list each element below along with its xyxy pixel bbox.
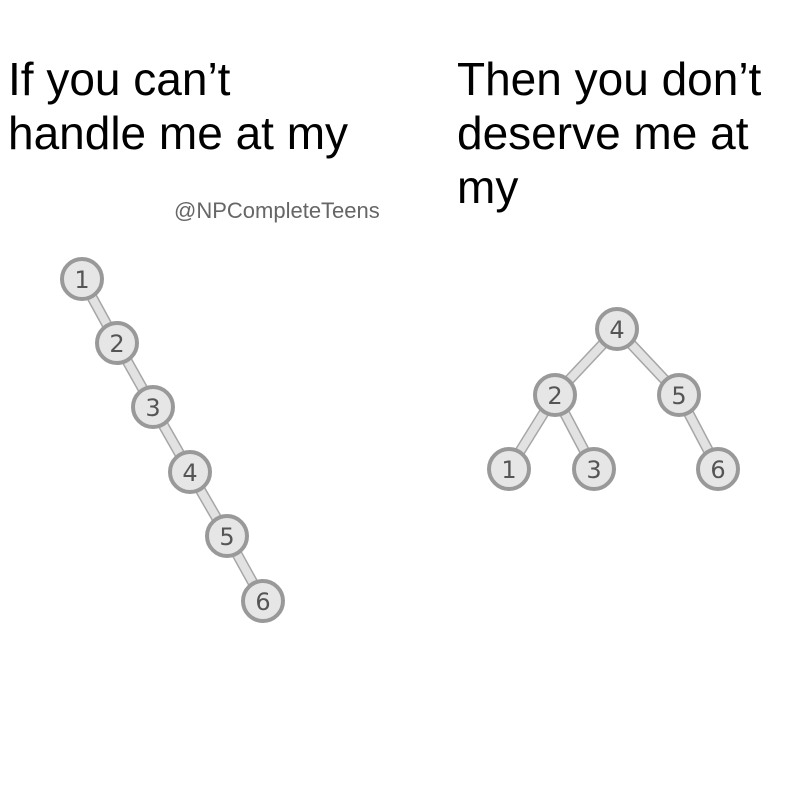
tree-node-2: 2 [95,321,139,365]
node-circle [60,257,104,301]
node-circle [131,385,175,429]
node-label: 6 [255,588,270,616]
node-circle [595,307,639,351]
node-label: 1 [501,456,516,484]
node-circle [572,447,616,491]
tree-node-1: 1 [60,257,104,301]
node-label: 3 [586,456,601,484]
tree-node-6: 6 [696,447,740,491]
caption-left: If you can’t handle me at my [8,53,349,159]
tree-node-6: 6 [241,579,285,623]
tree-node-4: 4 [168,450,212,494]
balanced-tree: 4 2 5 1 3 6 [487,307,740,491]
tree-node-3: 3 [131,385,175,429]
node-circle [241,579,285,623]
tree-node-5: 5 [205,514,249,558]
tree-node-4: 4 [595,307,639,351]
node-label: 4 [609,316,624,344]
node-label: 4 [182,459,197,487]
node-label: 6 [710,456,725,484]
node-circle [205,514,249,558]
node-label: 2 [109,330,124,358]
node-label: 5 [219,523,234,551]
node-label: 2 [547,382,562,410]
tree-node-3: 3 [572,447,616,491]
tree-node-5: 5 [657,373,701,417]
degenerate-tree: 1 2 3 4 5 6 [60,257,285,623]
node-circle [696,447,740,491]
node-label: 1 [74,266,89,294]
node-circle [168,450,212,494]
caption-right: Then you don’t deserve me at my [457,53,762,213]
node-label: 3 [145,394,160,422]
node-circle [657,373,701,417]
watermark: @NPCompleteTeens [174,198,380,223]
node-circle [487,447,531,491]
node-circle [533,373,577,417]
tree-node-1: 1 [487,447,531,491]
tree-node-2: 2 [533,373,577,417]
node-label: 5 [671,382,686,410]
node-circle [95,321,139,365]
